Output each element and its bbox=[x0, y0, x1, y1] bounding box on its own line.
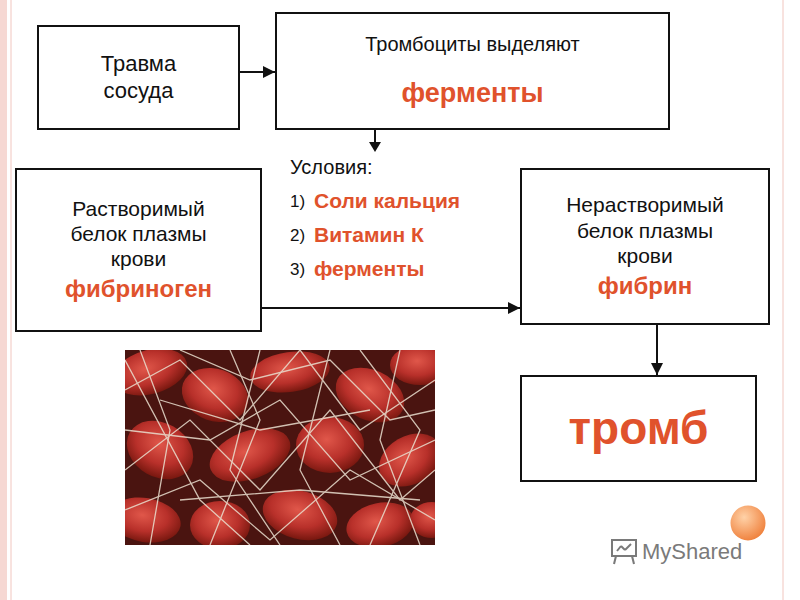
box-text: Растворимый белок плазмы крови bbox=[64, 196, 214, 272]
protein-box: Растворимый белок плазмы крови фибриноген bbox=[15, 168, 262, 332]
box-text: Травма сосуда bbox=[74, 51, 204, 104]
list-number: 2) bbox=[290, 226, 305, 246]
list-number: 3) bbox=[290, 260, 305, 280]
box-term: фибриноген bbox=[65, 275, 212, 304]
box-text: тромб bbox=[569, 401, 709, 456]
watermark: MyShared bbox=[642, 539, 742, 565]
protein-box: Нерастворимый белок плазмы крови фибрин bbox=[520, 168, 770, 325]
list-number: 1) bbox=[290, 192, 305, 212]
flow-arrow bbox=[262, 307, 520, 309]
box-text: Тромбоциты выделяют bbox=[365, 32, 580, 56]
leader-arrowhead bbox=[369, 142, 381, 152]
deco-circle bbox=[729, 504, 767, 542]
watermark-icon bbox=[612, 540, 636, 564]
condition-item: ферменты bbox=[314, 256, 424, 281]
box-term: ферменты bbox=[401, 77, 543, 109]
leader-arrow bbox=[374, 130, 376, 143]
flow-arrow bbox=[240, 71, 275, 73]
box-text: Нерастворимый белок плазмы крови bbox=[565, 192, 725, 268]
condition-item: Соли кальция bbox=[314, 188, 460, 213]
box-term: фибрин bbox=[598, 272, 693, 301]
process-box: Тромбоциты выделяют ферменты bbox=[275, 12, 670, 130]
border-stripe bbox=[0, 0, 7, 600]
flow-arrow bbox=[656, 325, 658, 375]
event-box: Травма сосуда bbox=[37, 25, 240, 130]
result-box: тромб bbox=[520, 375, 757, 482]
condition-item: Витамин К bbox=[314, 222, 424, 247]
blood-clot-photo bbox=[125, 350, 435, 545]
conditions-heading: Условия: bbox=[290, 155, 373, 179]
border-line bbox=[11, 0, 12, 600]
border-line bbox=[783, 0, 784, 600]
